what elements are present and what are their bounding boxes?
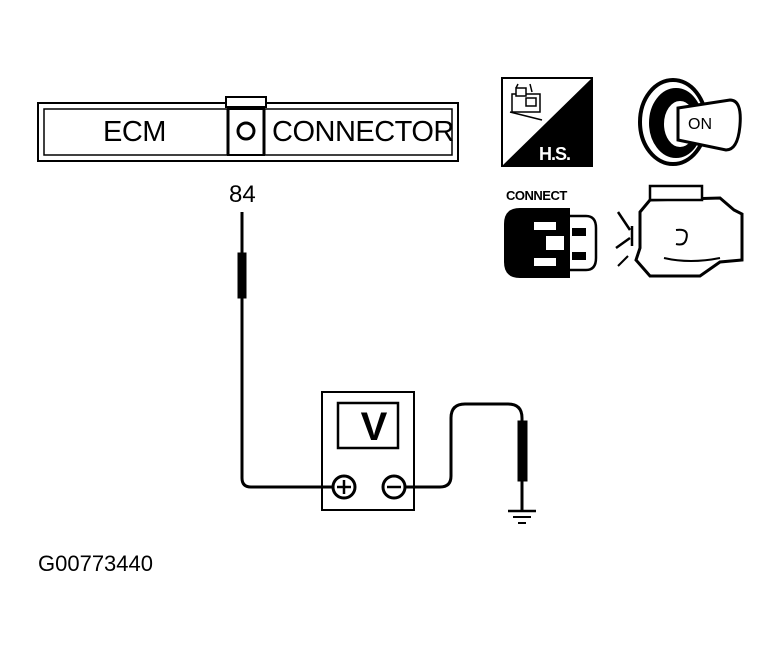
ignition-key-on-icon [638, 78, 742, 166]
ground-symbol [508, 509, 536, 524]
negative-probe-lead [405, 402, 528, 510]
voltmeter [321, 391, 415, 511]
ignition-on-label: ON [688, 116, 712, 133]
hot-start-label: H.S. [539, 144, 571, 164]
voltmeter-display-label: V [360, 405, 388, 449]
figure-id: G00773440 [38, 551, 153, 576]
connector-left-label: ECM [103, 116, 166, 148]
ecm-connector-housing [37, 96, 459, 162]
connector-right-label: CONNECTOR [272, 116, 454, 148]
connect-connector-icon [504, 208, 598, 278]
positive-probe-lead [237, 212, 333, 489]
pin-number-label: 84 [229, 181, 256, 208]
connect-label: CONNECT [506, 188, 567, 203]
engine-running-icon [615, 184, 744, 278]
hot-start-engine-icon [501, 77, 593, 167]
